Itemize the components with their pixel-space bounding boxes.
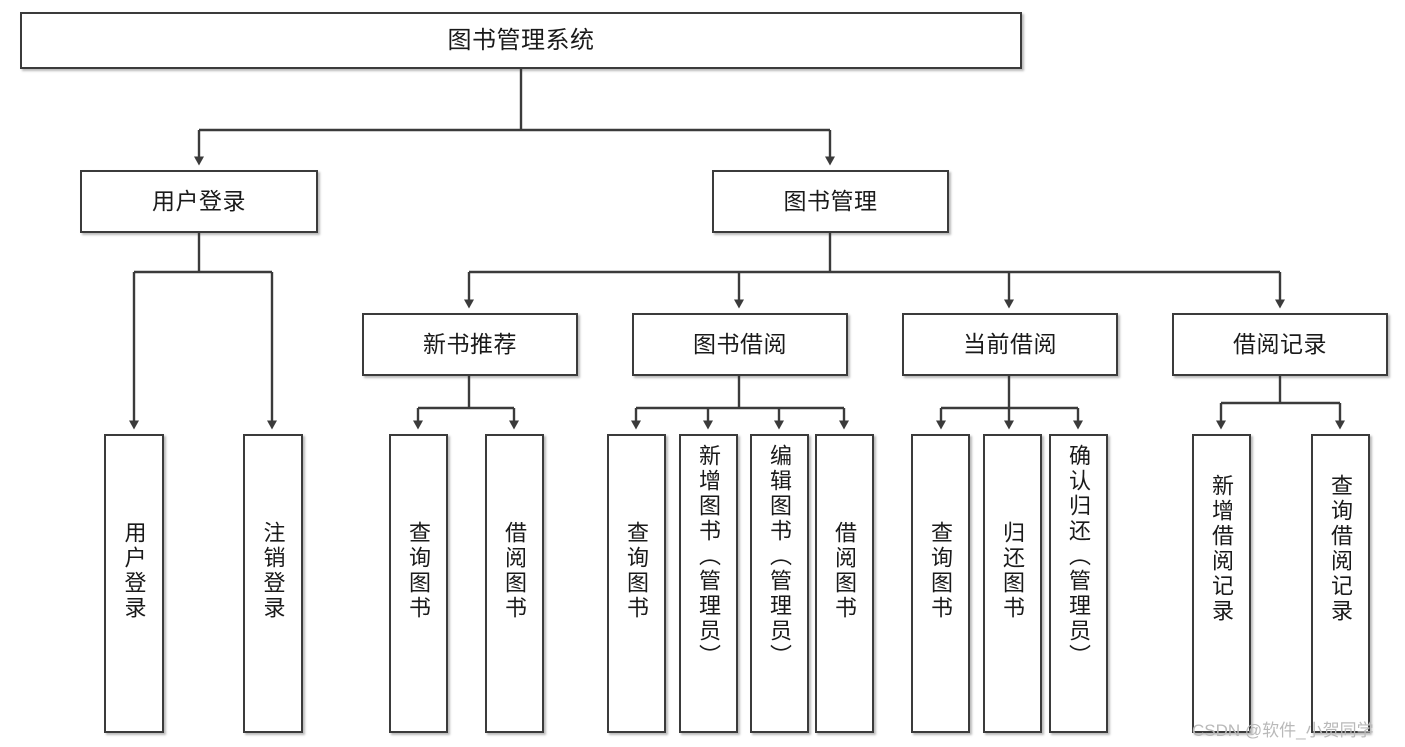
node-leaf-user-login[interactable]: 用户登录 xyxy=(104,434,164,733)
node-label: 图书借阅 xyxy=(693,331,787,358)
node-label: 查询图书 xyxy=(928,521,954,621)
node-label: 归还图书 xyxy=(1000,521,1026,621)
node-leaf-borrow-book-2[interactable]: 借阅图书 xyxy=(815,434,874,733)
node-label: 查询借阅记录 xyxy=(1328,474,1354,624)
node-leaf-borrow-book-1[interactable]: 借阅图书 xyxy=(485,434,544,733)
node-new-book-recommend[interactable]: 新书推荐 xyxy=(362,313,578,376)
node-label: 确认归还（管理员） xyxy=(1066,444,1092,669)
csdn-watermark: CSDN @软件_小贺同学 xyxy=(1192,721,1374,740)
node-borrow-record[interactable]: 借阅记录 xyxy=(1172,313,1388,376)
node-label: 借阅图书 xyxy=(502,521,528,621)
node-label: 图书管理系统 xyxy=(447,26,595,54)
node-leaf-confirm-return[interactable]: 确认归还（管理员） xyxy=(1049,434,1108,733)
node-label: 图书管理 xyxy=(783,188,878,215)
node-label: 当前借阅 xyxy=(963,331,1057,358)
node-label: 用户登录 xyxy=(121,521,147,621)
node-label: 查询图书 xyxy=(406,521,432,621)
node-label: 借阅图书 xyxy=(832,521,858,621)
node-label: 借阅记录 xyxy=(1233,331,1327,358)
node-user-login[interactable]: 用户登录 xyxy=(80,170,318,233)
node-leaf-logout-login[interactable]: 注销登录 xyxy=(243,434,303,733)
node-leaf-query-book-2[interactable]: 查询图书 xyxy=(607,434,666,733)
node-leaf-query-book-1[interactable]: 查询图书 xyxy=(389,434,448,733)
node-leaf-add-record[interactable]: 新增借阅记录 xyxy=(1192,434,1251,733)
node-leaf-edit-book[interactable]: 编辑图书（管理员） xyxy=(750,434,809,733)
node-root-system[interactable]: 图书管理系统 xyxy=(20,12,1022,69)
node-label: 注销登录 xyxy=(260,521,286,621)
node-label: 新书推荐 xyxy=(423,331,517,358)
node-label: 用户登录 xyxy=(152,188,246,215)
node-book-borrow[interactable]: 图书借阅 xyxy=(632,313,848,376)
node-label: 编辑图书（管理员） xyxy=(767,444,793,669)
node-leaf-return-book[interactable]: 归还图书 xyxy=(983,434,1042,733)
node-leaf-query-record[interactable]: 查询借阅记录 xyxy=(1311,434,1370,733)
node-book-manage[interactable]: 图书管理 xyxy=(712,170,949,233)
node-leaf-query-book-3[interactable]: 查询图书 xyxy=(911,434,970,733)
node-leaf-add-book[interactable]: 新增图书（管理员） xyxy=(679,434,738,733)
node-label: 查询图书 xyxy=(624,521,650,621)
node-label: 新增借阅记录 xyxy=(1209,474,1235,624)
node-current-borrow[interactable]: 当前借阅 xyxy=(902,313,1118,376)
node-label: 新增图书（管理员） xyxy=(696,444,722,669)
